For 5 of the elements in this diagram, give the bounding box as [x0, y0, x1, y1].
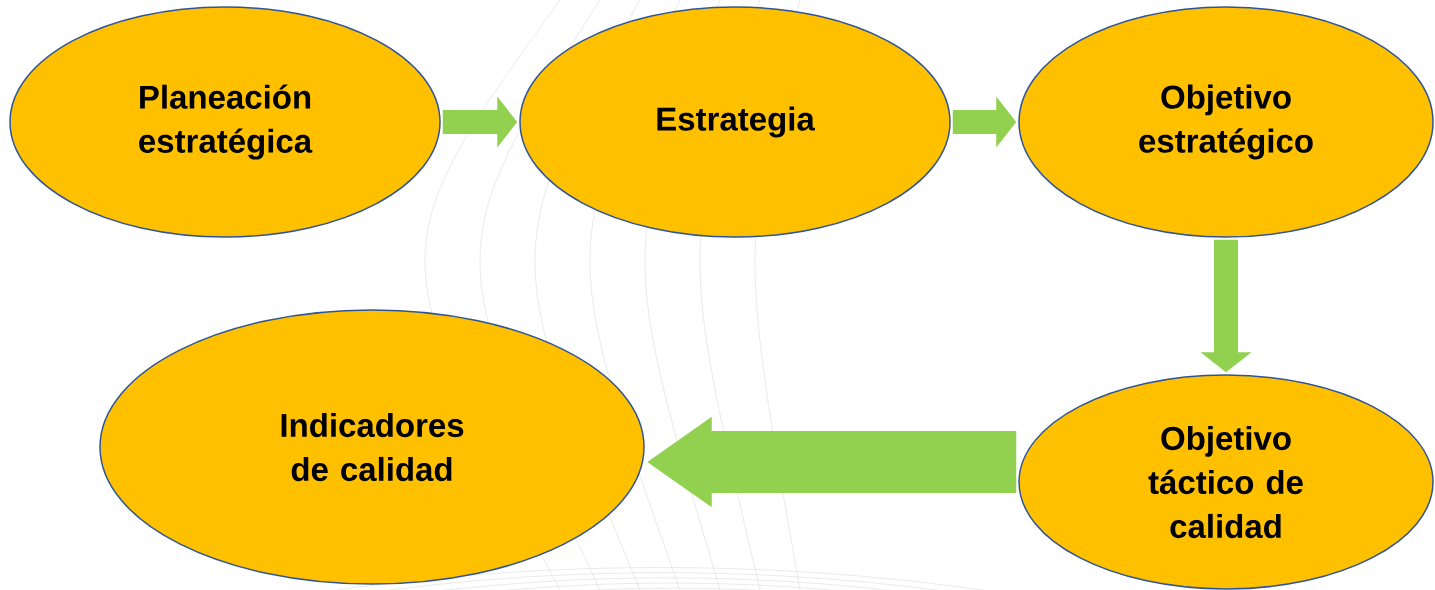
- ellipse-node: Planeación estratégica: [9, 6, 441, 238]
- ellipse-node: Objetivo táctico de calidad: [1018, 374, 1434, 590]
- ellipse-node: Estrategia: [519, 6, 951, 238]
- ellipse-node: Objetivo estratégico: [1018, 6, 1434, 238]
- ellipse-node: Indicadores de calidad: [99, 309, 645, 585]
